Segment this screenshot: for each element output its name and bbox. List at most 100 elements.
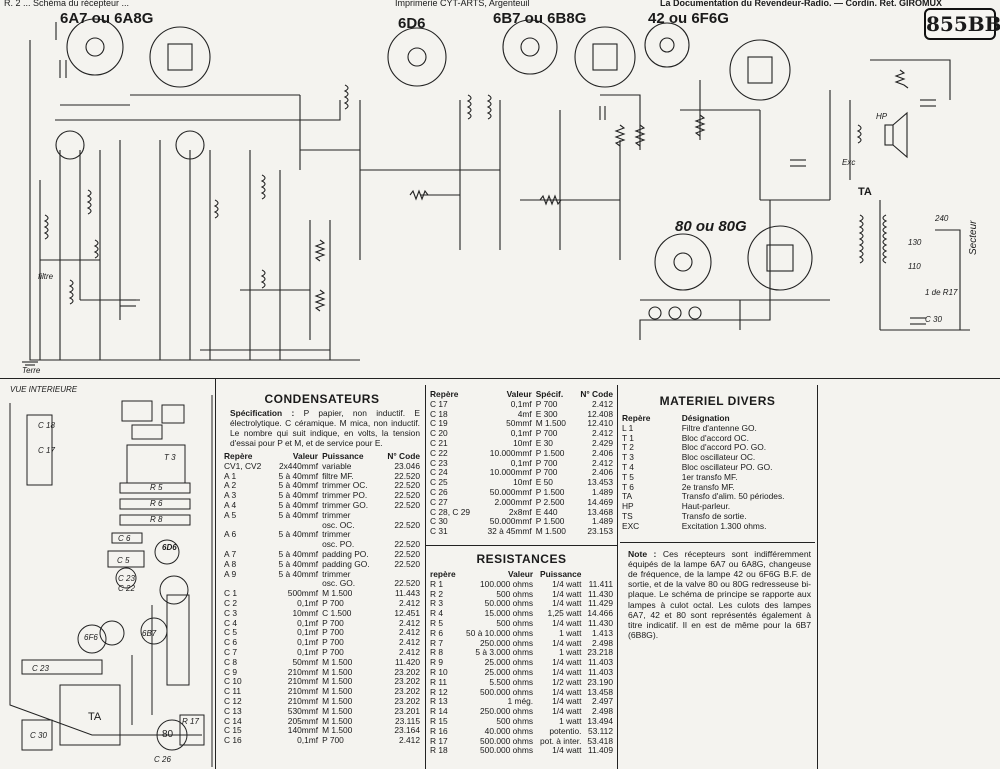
layout-label-c26: C 26	[154, 755, 171, 764]
layout-label-c22: C 22	[118, 584, 135, 593]
resistance-row-cell: R 17	[430, 735, 448, 746]
condensateur-row-cell: P 700	[322, 735, 344, 746]
condensateur-row-cell: A 1	[224, 470, 237, 481]
label-ta: TA	[858, 186, 872, 198]
condensateur-row-cell: 23.164	[394, 725, 420, 736]
divider-horizontal	[0, 378, 1000, 379]
layout-label-r8: R 8	[150, 515, 163, 524]
condensateur-row-cell: C 19	[430, 418, 448, 429]
resistance-row-cell: 1 watt	[559, 715, 582, 726]
label-terre: Terre	[22, 366, 41, 375]
condensateur-row-cell: A 4	[224, 499, 237, 510]
resistance-row-cell: 25.000 ohms	[484, 657, 534, 668]
layout-view-title: VUE INTERIEURE	[10, 385, 78, 394]
condensateur-row-cell: 23.202	[394, 676, 420, 687]
condensateur-row-cell: C 31	[430, 526, 448, 537]
condensateur-row-cell: C 1	[224, 588, 238, 599]
condensateur-row-cell: 0,1mf	[297, 617, 319, 628]
condensateur-row-cell: 23.115	[395, 715, 420, 726]
condensateur-row-cell: 0,1mf	[297, 627, 319, 638]
condensateur-row-cell: P 700	[322, 597, 344, 608]
col2-valeur: Valeur	[506, 389, 532, 399]
layout-label-c17: C 17	[38, 446, 55, 455]
condensateur-row-cell: 210mmf	[287, 686, 319, 697]
condensateur-row-cell: 210mmf	[287, 695, 319, 706]
resistance-row-cell: 23.190	[587, 676, 613, 687]
layout-label-6f6: 6F6	[84, 633, 98, 642]
label-filtre: filtre	[38, 272, 54, 281]
condensateurs-title: CONDENSATEURS	[264, 392, 380, 406]
condensateur-row: osc. GO.22.520	[222, 579, 422, 589]
condensateur-row-cell: 2.412	[592, 428, 613, 439]
resistance-row-cell: 5 à 3.000 ohms	[475, 647, 534, 658]
condensateur-row-cell: M 1.500	[322, 588, 353, 599]
resistance-row-cell: R 1	[430, 578, 444, 589]
condensateur-row-cell: 11.420	[395, 656, 420, 667]
resistance-row-cell: 25.000 ohms	[484, 666, 534, 677]
condensateur-row-cell: 210mmf	[287, 676, 319, 687]
condensateur-row-cell: 50.000mmf	[489, 486, 532, 497]
resistance-row-cell: 500.000 ohms	[480, 745, 534, 756]
resistance-row-cell: 1/4 watt	[552, 706, 582, 717]
res-col-valeur: Valeur	[507, 569, 534, 579]
condensateur-row-cell: P 1.500	[535, 486, 565, 497]
resistance-row-cell: R 11	[430, 676, 448, 687]
materiel-row-cell: T 5	[622, 471, 634, 482]
condensateur-row-cell: 5 à 40mmf	[278, 509, 319, 520]
condensateur-row-cell: C 7	[224, 646, 238, 657]
condensateur-row-cell: 50mmf	[292, 656, 319, 667]
resistance-row-cell: 40.000 ohms	[484, 725, 534, 736]
divider-res-top	[425, 545, 617, 546]
condensateur-row-cell: 10.000mmf	[489, 447, 532, 458]
label-c30: C 30	[925, 315, 942, 324]
condensateur-row-cell: 205mmf	[287, 715, 319, 726]
materiel-note: Note : Ces récepteurs sont indifféremmen…	[628, 549, 811, 641]
condensateur-row-cell: 22.520	[394, 519, 420, 530]
condensateur-row-cell: P 700	[322, 617, 344, 628]
condensateur-row-cell: M 1.500	[322, 676, 353, 687]
materiel-row-cell: Bloc oscillateur PO. GO.	[681, 461, 773, 472]
condensateur-row-cell: trimmer GO.	[322, 499, 369, 510]
condensateur-row-cell: 13.468	[587, 506, 613, 517]
condensateur-row-cell: 5 à 40mmf	[278, 480, 319, 491]
tube-label-t3: 6B7 ou 6B8G	[493, 10, 587, 27]
resistance-row-cell: R 8	[430, 647, 444, 658]
resistance-row-cell: 1/4 watt	[552, 686, 582, 697]
layout-label-c5: C 5	[117, 556, 130, 565]
materiel-row-cell: L 1	[622, 422, 634, 433]
materiel-title: MATERIEL DIVERS	[659, 394, 776, 408]
condensateur-row-cell: 2.429	[592, 437, 613, 448]
resistance-row-cell: 1 watt	[559, 627, 582, 638]
tube-socket-6b8	[574, 26, 636, 88]
resistance-row-cell: 23.218	[587, 647, 613, 658]
resistance-row-cell: potentio.	[549, 725, 582, 736]
condensateur-row-cell: 2.406	[592, 467, 613, 478]
condensateur-row-cell: M 1.500	[322, 725, 353, 736]
divider-layout	[215, 378, 216, 769]
resistance-row-cell: 1 watt	[559, 647, 582, 658]
condensateur-row-cell: M 1.500	[322, 715, 353, 726]
condensateur-row-cell: 2.000mmf	[494, 496, 532, 507]
